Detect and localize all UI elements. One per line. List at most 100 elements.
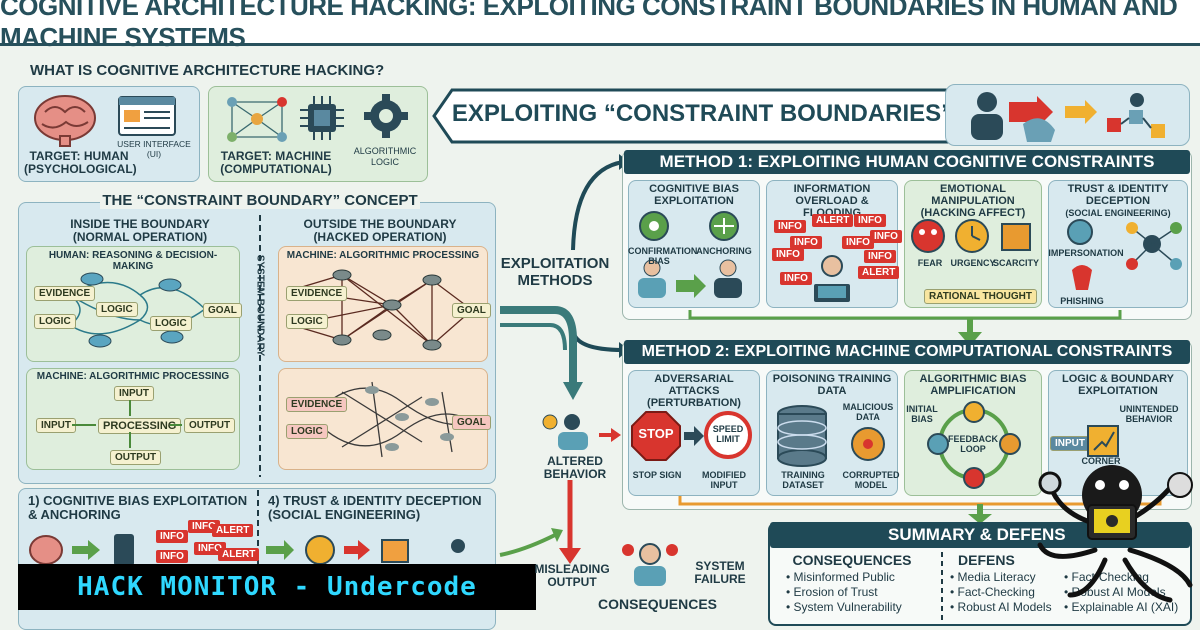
hacked-evidence-tag-2: EVIDENCE: [286, 397, 348, 412]
altered-person-icon: [542, 414, 588, 450]
bottom-divider: [257, 490, 259, 570]
hacked-goal-tag: GOAL: [452, 303, 491, 318]
hacked-processing-label: MACHINE: ALGORITHMIC PROCESSING: [286, 250, 480, 261]
consequences-list: • Misinformed Public • Erosion of Trust …: [786, 570, 936, 615]
cons-item-2: • Erosion of Trust: [786, 585, 878, 599]
fear-label: FEAR: [917, 258, 943, 268]
dataset-illustration: [777, 405, 885, 467]
corner-label: CORNER: [1081, 456, 1121, 466]
adv-sub-text: (PERTURBATION): [647, 397, 741, 409]
m1-alert-1: ALERT: [812, 214, 854, 227]
method2-header: METHOD 2: EXPLOITING MACHINE COMPUTATION…: [624, 340, 1190, 364]
trust-title-text: TRUST & IDENTITY DECEPTION: [1067, 183, 1169, 207]
malicious-data-label: MALICIOUS DATA: [842, 402, 894, 422]
feedback-loop-illustration: [927, 401, 1021, 489]
initial-bias-label: INITIAL BIAS: [906, 404, 938, 424]
m1-info-1: INFO: [774, 220, 806, 233]
bottom-info-1: INFO: [156, 530, 188, 543]
adv-title-text: ADVERSARIAL ATTACKS: [654, 373, 734, 397]
m1-info-3: INFO: [790, 236, 822, 249]
adversarial-card-title: ADVERSARIAL ATTACKS (PERTURBATION): [630, 373, 758, 409]
gear-icon: [364, 94, 408, 138]
watermark-text: HACK MONITOR - Undercode: [77, 572, 477, 602]
target-machine-text: TARGET: MACHINE: [220, 149, 332, 163]
corrupted-model-label: CORRUPTED MODEL: [842, 470, 900, 490]
unintended-behavior-label: UNINTENDED BEHAVIOR: [1119, 404, 1179, 424]
bottom-info-2: INFO: [188, 520, 220, 533]
system-boundary-label: SYSTEM BOUNDARY: [254, 254, 266, 357]
def2-item-1: • Fact-Checking: [1064, 570, 1149, 584]
hacked-logic-tag: LOGIC: [286, 314, 328, 329]
summary-defense-heading: DEFENS: [958, 552, 1015, 568]
poison-card-title: POISONING TRAINING DATA: [772, 373, 892, 397]
trust-illustration: [1067, 219, 1182, 290]
output-tag: OUTPUT: [184, 418, 236, 433]
bias-card-title: COGNITIVE BIAS EXPLOITATION: [649, 183, 739, 207]
inside-sub: (NORMAL OPERATION): [72, 230, 208, 244]
target-machine-sub: (COMPUTATIONAL): [220, 162, 332, 176]
goal-tag: GOAL: [203, 303, 242, 318]
cons-item-3: • System Vulnerability: [786, 600, 902, 614]
def-item-2: • Fact-Checking: [950, 585, 1035, 599]
evidence-tag: EVIDENCE: [34, 286, 96, 301]
outside-text: OUTSIDE THE BOUNDARY: [303, 217, 457, 231]
input-tag: INPUT: [114, 386, 154, 401]
bottom-info-4: INFO: [194, 542, 226, 555]
outside-boundary-label: OUTSIDE THE BOUNDARY (HACKED OPERATION): [270, 218, 490, 244]
logic-boundary-title: LOGIC & BOUNDARY EXPLOITATION: [1061, 373, 1175, 397]
m1-info-6: INFO: [772, 248, 804, 261]
input-tag-2: INPUT: [36, 418, 76, 433]
system-failure-label: SYSTEM FAILURE: [694, 559, 746, 586]
emotional-sub-text: (HACKING AFFECT): [920, 207, 1026, 219]
outside-sub: (HACKED OPERATION): [313, 230, 447, 244]
bottom-info-3: INFO: [156, 550, 188, 563]
altered-behavior-label: ALTERED BEHAVIOR: [543, 454, 607, 481]
overload-card-title: INFORMATION OVERLOAD & FLOODING: [793, 183, 871, 219]
manipulation-icon: [971, 92, 1165, 142]
logic-tag-3: LOGIC: [150, 316, 192, 331]
trust-sub-text: (SOCIAL ENGINEERING): [1065, 208, 1171, 218]
confirmation-bias-label: CONFIRMATION BIAS: [628, 246, 698, 266]
misleading-output-label: MISLEADING OUTPUT: [534, 562, 610, 589]
human-reasoning-label: HUMAN: REASONING & DECISION-MAKING: [48, 250, 218, 272]
trust-deception-item: 4) TRUST & IDENTITY DECEPTION (SOCIAL EN…: [268, 493, 482, 522]
speed-limit-text: SPEED LIMIT: [712, 424, 744, 444]
consequences-person-icon: [622, 543, 678, 586]
network-icon: [227, 97, 287, 142]
defense-list: • Media Literacy • Fact-Checking • Robus…: [950, 570, 1070, 615]
ui-label: USER INTERFACE (UI): [117, 139, 191, 159]
corner-case-icon: [1087, 425, 1119, 457]
trust-card: [1048, 180, 1188, 308]
anchoring-label: ANCHORING: [696, 246, 752, 256]
bias-amp-card: [904, 370, 1042, 496]
emotional-title-text: EMOTIONAL MANIPULATION: [931, 183, 1015, 207]
m1-info-8: INFO: [780, 272, 812, 285]
processing-tag: PROCESSING: [98, 418, 182, 434]
rational-thought-tag: RATIONAL THOUGHT: [924, 289, 1037, 304]
concept-heading: THE “CONSTRAINT BOUNDARY” CONCEPT: [100, 192, 420, 209]
center-arrows: [499, 154, 629, 564]
m1-alert-2: ALERT: [858, 266, 900, 279]
m1-info-4: INFO: [842, 236, 874, 249]
ui-window-icon: [118, 96, 176, 136]
hacked-evidence-tag: EVIDENCE: [286, 286, 348, 301]
overloaded-person-icon: [814, 255, 850, 302]
cons-item-1: • Misinformed Public: [786, 570, 895, 584]
trust-card-title: TRUST & IDENTITY DECEPTION (SOCIAL ENGIN…: [1050, 183, 1186, 219]
m1-info-2: INFO: [854, 214, 886, 227]
octopus-hacker-icon: [1037, 465, 1193, 603]
stop-sign-label: STOP SIGN: [632, 470, 682, 480]
bottom-alert-2: ALERT: [218, 548, 260, 561]
consequences-label: CONSEQUENCES: [598, 596, 718, 612]
summary-divider: [941, 552, 943, 620]
hacked-goal-tag-2: GOAL: [452, 415, 491, 430]
machine-processing-label: MACHINE: ALGORITHMIC PROCESSING: [36, 371, 230, 382]
target-machine-label: TARGET: MACHINE (COMPUTATIONAL): [216, 150, 336, 176]
logic-input-tag: INPUT: [1050, 436, 1090, 451]
exploitation-methods-label: EXPLOITATION METHODS: [500, 255, 610, 289]
algo-logic-label: ALGORITHMIC LOGIC: [353, 146, 417, 167]
feedback-loop-label: FEEDBACK LOOP: [947, 434, 998, 454]
watermark-banner: HACK MONITOR - Undercode: [18, 564, 536, 610]
urgency-label: URGENCY: [950, 258, 996, 268]
def-item-3: • Robust AI Models: [950, 600, 1052, 614]
